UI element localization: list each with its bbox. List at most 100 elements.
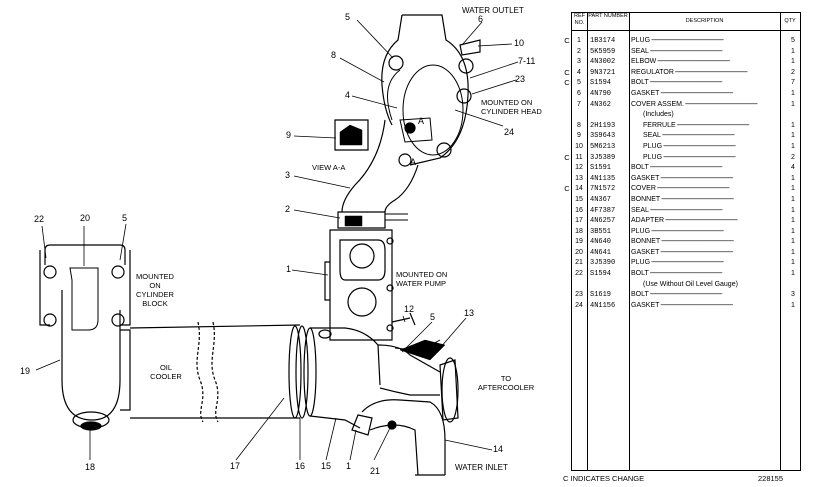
quantity: 1 bbox=[791, 248, 795, 256]
table-row: 22S1594BOLT1 bbox=[572, 269, 800, 280]
part-number: 9N3721 bbox=[590, 68, 616, 77]
header-part-number: PART NUMBER bbox=[587, 13, 629, 31]
callout-23: 23 bbox=[515, 74, 526, 84]
quantity: 1 bbox=[791, 121, 795, 129]
part-description: (Includes) bbox=[643, 111, 674, 119]
part-number: S1591 bbox=[590, 164, 612, 173]
table-row: 105M6213PLUG1 bbox=[572, 142, 800, 153]
table-row: 183B551PLUG1 bbox=[572, 227, 800, 238]
table-row: C5S1594BOLT7 bbox=[564, 78, 800, 89]
table-row: 9 3S9643 SEAL1 bbox=[572, 131, 800, 142]
parts-rows: C11B3174PLUG525K5959SEAL134N3002ELBOW1C4… bbox=[564, 36, 800, 312]
ref-number: 10 bbox=[575, 142, 583, 150]
part-number: 1B3174 bbox=[590, 37, 616, 45]
quantity: 1 bbox=[791, 89, 795, 97]
part-number: 4N367 bbox=[590, 195, 612, 204]
part-description: ADAPTER bbox=[631, 216, 776, 227]
part-description: REGULATOR bbox=[631, 68, 776, 79]
table-row: 244N1156GASKET1 bbox=[572, 301, 800, 312]
label-view-a-a: VIEW A-A bbox=[312, 163, 346, 172]
part-description: PLUG bbox=[631, 36, 776, 47]
quantity: 3 bbox=[791, 291, 795, 299]
table-row: C1 1B3174 PLUG 5 bbox=[564, 36, 800, 47]
table-row: 213J5390PLUG1 bbox=[572, 258, 800, 269]
quantity: 5 bbox=[791, 37, 795, 44]
part-description: PLUG bbox=[631, 153, 788, 164]
ref-number: 13 bbox=[575, 174, 583, 182]
ref-number: 1 bbox=[577, 37, 581, 44]
label-water-inlet: WATER INLET bbox=[455, 463, 508, 472]
part-number: 7N1572 bbox=[590, 185, 616, 194]
quantity: 1 bbox=[791, 195, 795, 203]
callout-2: 2 bbox=[285, 204, 291, 214]
quantity: 7 bbox=[791, 79, 795, 87]
table-row: 82H1193FERRULE1 bbox=[572, 121, 800, 132]
ref-number: 9 bbox=[577, 132, 581, 140]
part-number: 3J5389 bbox=[590, 153, 616, 162]
label-mounted-on-water-pump: MOUNTED ON WATER PUMP bbox=[396, 270, 448, 288]
ref-number: 11 bbox=[575, 153, 583, 161]
table-row: C49N3721REGULATOR2 bbox=[564, 68, 800, 79]
callout-20: 20 bbox=[80, 213, 91, 223]
change-legend: C INDICATES CHANGE bbox=[563, 474, 645, 483]
ref-number: 3 bbox=[577, 58, 581, 66]
quantity: 2 bbox=[791, 153, 795, 161]
ref-number: 20 bbox=[575, 248, 583, 256]
ref-number: 7 bbox=[577, 100, 581, 108]
callout-19: 19 bbox=[20, 366, 31, 376]
callout-1-pump: 1 bbox=[286, 264, 292, 274]
change-marker: C bbox=[564, 36, 570, 45]
table-row: 174N6257ADAPTER1 bbox=[572, 216, 800, 227]
column-divider bbox=[780, 13, 781, 470]
callout-1-lower: 1 bbox=[346, 461, 352, 471]
callout-16: 16 bbox=[295, 461, 306, 471]
label-water-outlet: WATER OUTLET bbox=[462, 6, 524, 15]
part-number: 3S9643 bbox=[590, 132, 616, 141]
part-number: 5K5959 bbox=[590, 47, 616, 56]
quantity: 1 bbox=[791, 47, 795, 55]
table-row: 164F7387SEAL1 bbox=[572, 206, 800, 217]
part-number: S1594 bbox=[590, 270, 612, 279]
ref-number: 6 bbox=[577, 89, 581, 97]
callout-24: 24 bbox=[504, 127, 515, 137]
table-row: 134N1135GASKET1 bbox=[572, 174, 800, 185]
quantity: 1 bbox=[791, 132, 795, 140]
label-to-aftercooler: TO AFTERCOOLER bbox=[477, 374, 535, 392]
column-divider bbox=[629, 13, 630, 470]
table-row: 12S1591BOLT4 bbox=[572, 163, 800, 174]
part-number: 4N641 bbox=[590, 248, 612, 257]
page-code: 228155 bbox=[758, 474, 784, 483]
table-row: 64N790GASKET1 bbox=[572, 89, 800, 100]
label-oil-cooler: OIL COOLER bbox=[150, 363, 182, 381]
part-number: 4N3002 bbox=[590, 58, 616, 67]
table-row: 194N640BONNET1 bbox=[572, 237, 800, 248]
callout-13: 13 bbox=[464, 308, 475, 318]
part-description: GASKET bbox=[631, 174, 776, 185]
part-description: BOLT bbox=[631, 290, 776, 301]
part-description: COVER bbox=[631, 184, 776, 195]
callout-15: 15 bbox=[321, 461, 332, 471]
part-description: PLUG bbox=[631, 142, 788, 153]
part-description: SEAL bbox=[631, 131, 788, 142]
part-description: SEAL bbox=[631, 206, 776, 217]
change-marker: C bbox=[564, 152, 570, 162]
part-description: FERRULE bbox=[631, 121, 788, 132]
quantity: 1 bbox=[791, 58, 795, 66]
ref-number: 4 bbox=[577, 68, 581, 76]
callout-22: 22 bbox=[34, 214, 45, 224]
callout-9: 9 bbox=[286, 130, 292, 140]
ref-number: 2 bbox=[577, 47, 581, 55]
change-marker: C bbox=[564, 78, 570, 88]
callout-8: 8 bbox=[331, 50, 337, 60]
part-number: 4N362 bbox=[590, 100, 612, 109]
callout-4: 4 bbox=[345, 90, 351, 100]
part-number: 5M6213 bbox=[590, 142, 616, 151]
callout-7-11: 7-11 bbox=[518, 56, 536, 66]
ref-number: 24 bbox=[575, 301, 583, 309]
part-description: GASKET bbox=[631, 89, 776, 100]
ref-number: 5 bbox=[577, 79, 581, 87]
header-description: DESCRIPTION bbox=[629, 13, 780, 31]
ref-number: 22 bbox=[575, 270, 583, 278]
part-number: S1619 bbox=[590, 291, 612, 300]
